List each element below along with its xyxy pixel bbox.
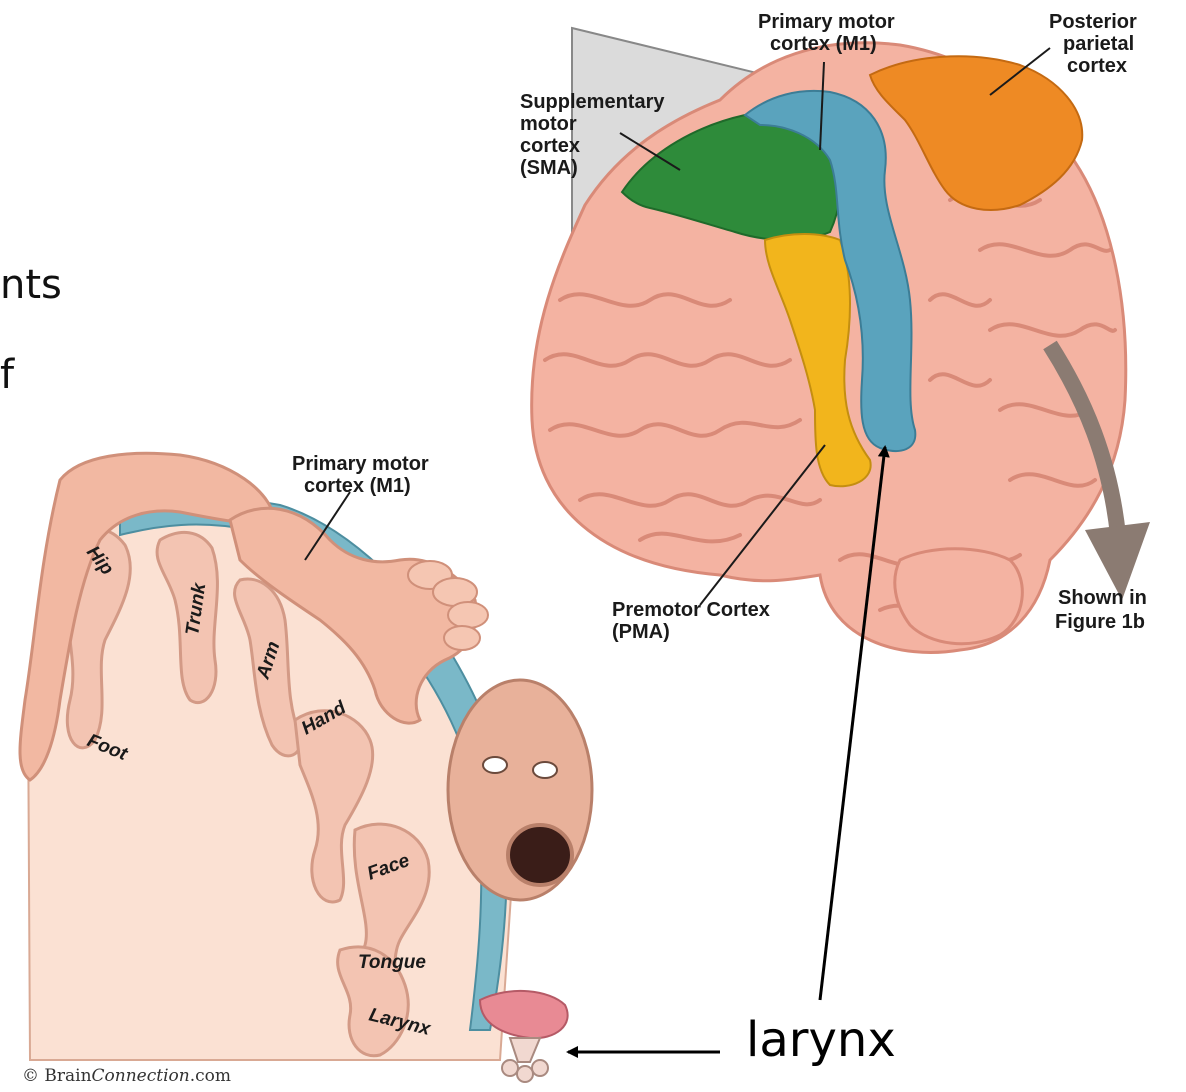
pma-label-1: Premotor Cortex <box>612 599 770 621</box>
homunculus-eye-left <box>483 757 507 773</box>
sma-label-2: motor <box>520 113 577 135</box>
homunculus-illustration <box>20 453 592 1082</box>
pma-label-2: (PMA) <box>612 621 670 643</box>
sma-label-3: cortex <box>520 135 580 157</box>
larynx-annotation-label: larynx <box>746 1012 896 1068</box>
homunculus-m1-label-2: cortex (M1) <box>304 475 411 497</box>
brain-m1-label-1: Primary motor <box>758 11 895 33</box>
shown-in-label-1: Shown in <box>1058 587 1147 609</box>
brain-illustration <box>532 28 1150 652</box>
ppc-label-1: Posterior <box>1049 11 1137 33</box>
label-tongue: Tongue <box>358 952 426 973</box>
shown-in-label-2: Figure 1b <box>1055 611 1145 633</box>
ppc-label-2: parietal <box>1063 33 1134 55</box>
ppc-label-3: cortex <box>1067 55 1127 77</box>
copyright-prefix: © Brain <box>22 1066 92 1086</box>
sma-label-1: Supplementary <box>520 91 665 113</box>
homunculus-larynx <box>502 1038 548 1082</box>
brain-m1-label-2: cortex (M1) <box>770 33 877 55</box>
homunculus-m1-label-1: Primary motor <box>292 453 429 475</box>
cerebellum <box>895 549 1023 644</box>
homunculus-eye-right <box>533 762 557 778</box>
copyright-italic: Connection <box>92 1066 190 1086</box>
copyright-suffix: .com <box>190 1066 231 1086</box>
homunculus-mouth <box>508 825 572 885</box>
sma-label-4: (SMA) <box>520 157 578 179</box>
copyright-credit: © BrainConnection.com <box>22 1066 231 1086</box>
